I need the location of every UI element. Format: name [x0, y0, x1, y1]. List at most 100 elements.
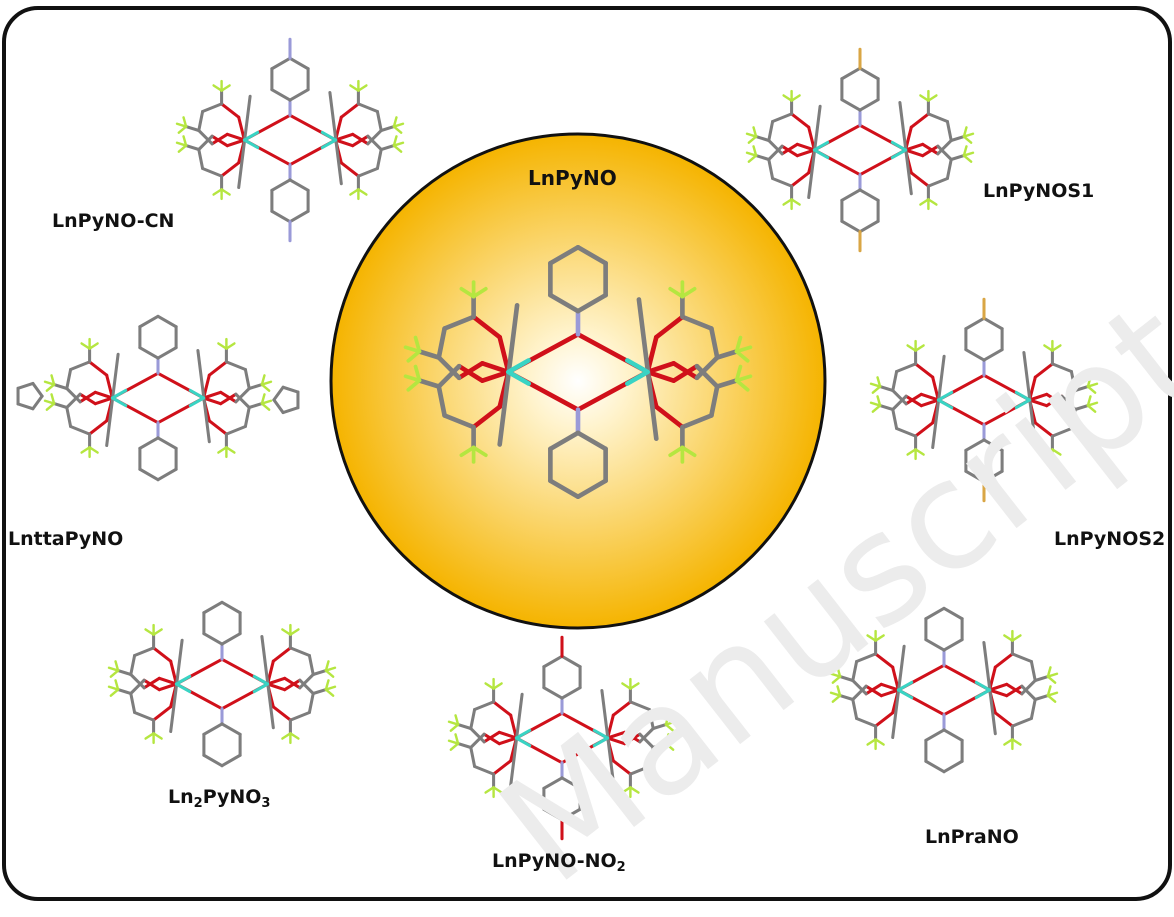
bond — [357, 188, 368, 196]
bond — [133, 646, 156, 658]
bond — [734, 349, 750, 363]
bond — [623, 732, 642, 746]
bond — [436, 326, 447, 360]
bond — [988, 688, 1009, 698]
bond — [840, 66, 862, 81]
bond — [188, 396, 206, 408]
bond — [962, 135, 973, 144]
bond — [288, 56, 310, 71]
bond — [664, 733, 670, 745]
bond — [921, 142, 940, 156]
bond — [349, 84, 360, 92]
bond — [197, 134, 214, 152]
bond — [138, 436, 160, 450]
bond — [890, 148, 908, 160]
bond — [858, 219, 880, 234]
bond — [790, 171, 811, 188]
bond — [795, 142, 816, 152]
bond — [914, 448, 925, 456]
bond — [129, 691, 137, 715]
bond — [105, 373, 114, 400]
label-ln2-part1: Ln — [168, 786, 194, 808]
bond — [220, 753, 242, 768]
bond — [207, 419, 228, 436]
bond — [896, 680, 914, 692]
bond — [1046, 694, 1057, 703]
label-ln2-sub1: 2 — [193, 796, 203, 811]
bond — [752, 126, 758, 138]
bond — [1014, 390, 1032, 402]
bond — [680, 314, 714, 331]
bond — [509, 713, 518, 740]
bond — [289, 732, 300, 740]
bond — [745, 132, 758, 138]
bond — [962, 132, 975, 138]
bond — [1029, 659, 1037, 683]
bond — [629, 786, 640, 794]
bond — [144, 732, 155, 740]
bond — [782, 198, 793, 206]
bond — [156, 346, 178, 360]
bond — [560, 654, 582, 669]
bond — [1003, 634, 1014, 642]
bond — [288, 88, 310, 102]
bond — [914, 362, 935, 379]
bond — [645, 360, 677, 375]
bond — [152, 705, 173, 722]
bond — [69, 424, 92, 436]
bond — [196, 348, 211, 444]
bond — [1005, 682, 1024, 696]
molecule-lnpyno-no2 — [447, 635, 677, 841]
bond — [858, 188, 880, 202]
bond — [964, 469, 986, 484]
bond — [492, 682, 503, 690]
bond — [982, 640, 997, 736]
bond — [869, 401, 882, 407]
bond — [392, 125, 403, 134]
bond — [807, 104, 822, 200]
bond — [914, 421, 935, 438]
bond — [497, 736, 518, 746]
bond — [207, 360, 228, 377]
bond — [1033, 421, 1054, 438]
bond — [188, 388, 206, 400]
bond — [152, 628, 163, 636]
bond — [375, 109, 383, 133]
bond — [406, 349, 422, 363]
bond — [152, 646, 173, 663]
bond — [714, 349, 739, 360]
bond — [270, 88, 292, 102]
bond — [891, 665, 900, 692]
bond — [366, 134, 383, 152]
bond — [1060, 388, 1077, 406]
bond — [379, 144, 396, 152]
bond — [790, 94, 801, 102]
bond — [829, 691, 842, 697]
bond — [281, 406, 300, 415]
bond — [942, 728, 964, 742]
bond — [197, 128, 214, 146]
bond — [65, 367, 73, 391]
bond — [745, 151, 758, 157]
bond — [174, 674, 192, 686]
bond — [866, 738, 877, 746]
bond — [871, 385, 882, 394]
bond — [219, 392, 238, 406]
bond — [1020, 678, 1037, 696]
bond — [664, 742, 675, 751]
bond — [156, 436, 178, 450]
bond — [878, 404, 895, 412]
bond — [324, 688, 335, 697]
label-ln2-part2: PyNO — [202, 786, 262, 808]
bond — [1073, 404, 1090, 412]
bond — [109, 688, 120, 697]
bond — [790, 112, 811, 129]
label-no2-part1: LnPyNO-NO — [492, 850, 617, 872]
bond — [225, 132, 246, 142]
bond — [506, 358, 532, 375]
bond — [417, 378, 442, 389]
bond — [942, 606, 964, 621]
bond — [851, 684, 868, 702]
bond — [334, 138, 355, 148]
bond — [926, 176, 949, 188]
